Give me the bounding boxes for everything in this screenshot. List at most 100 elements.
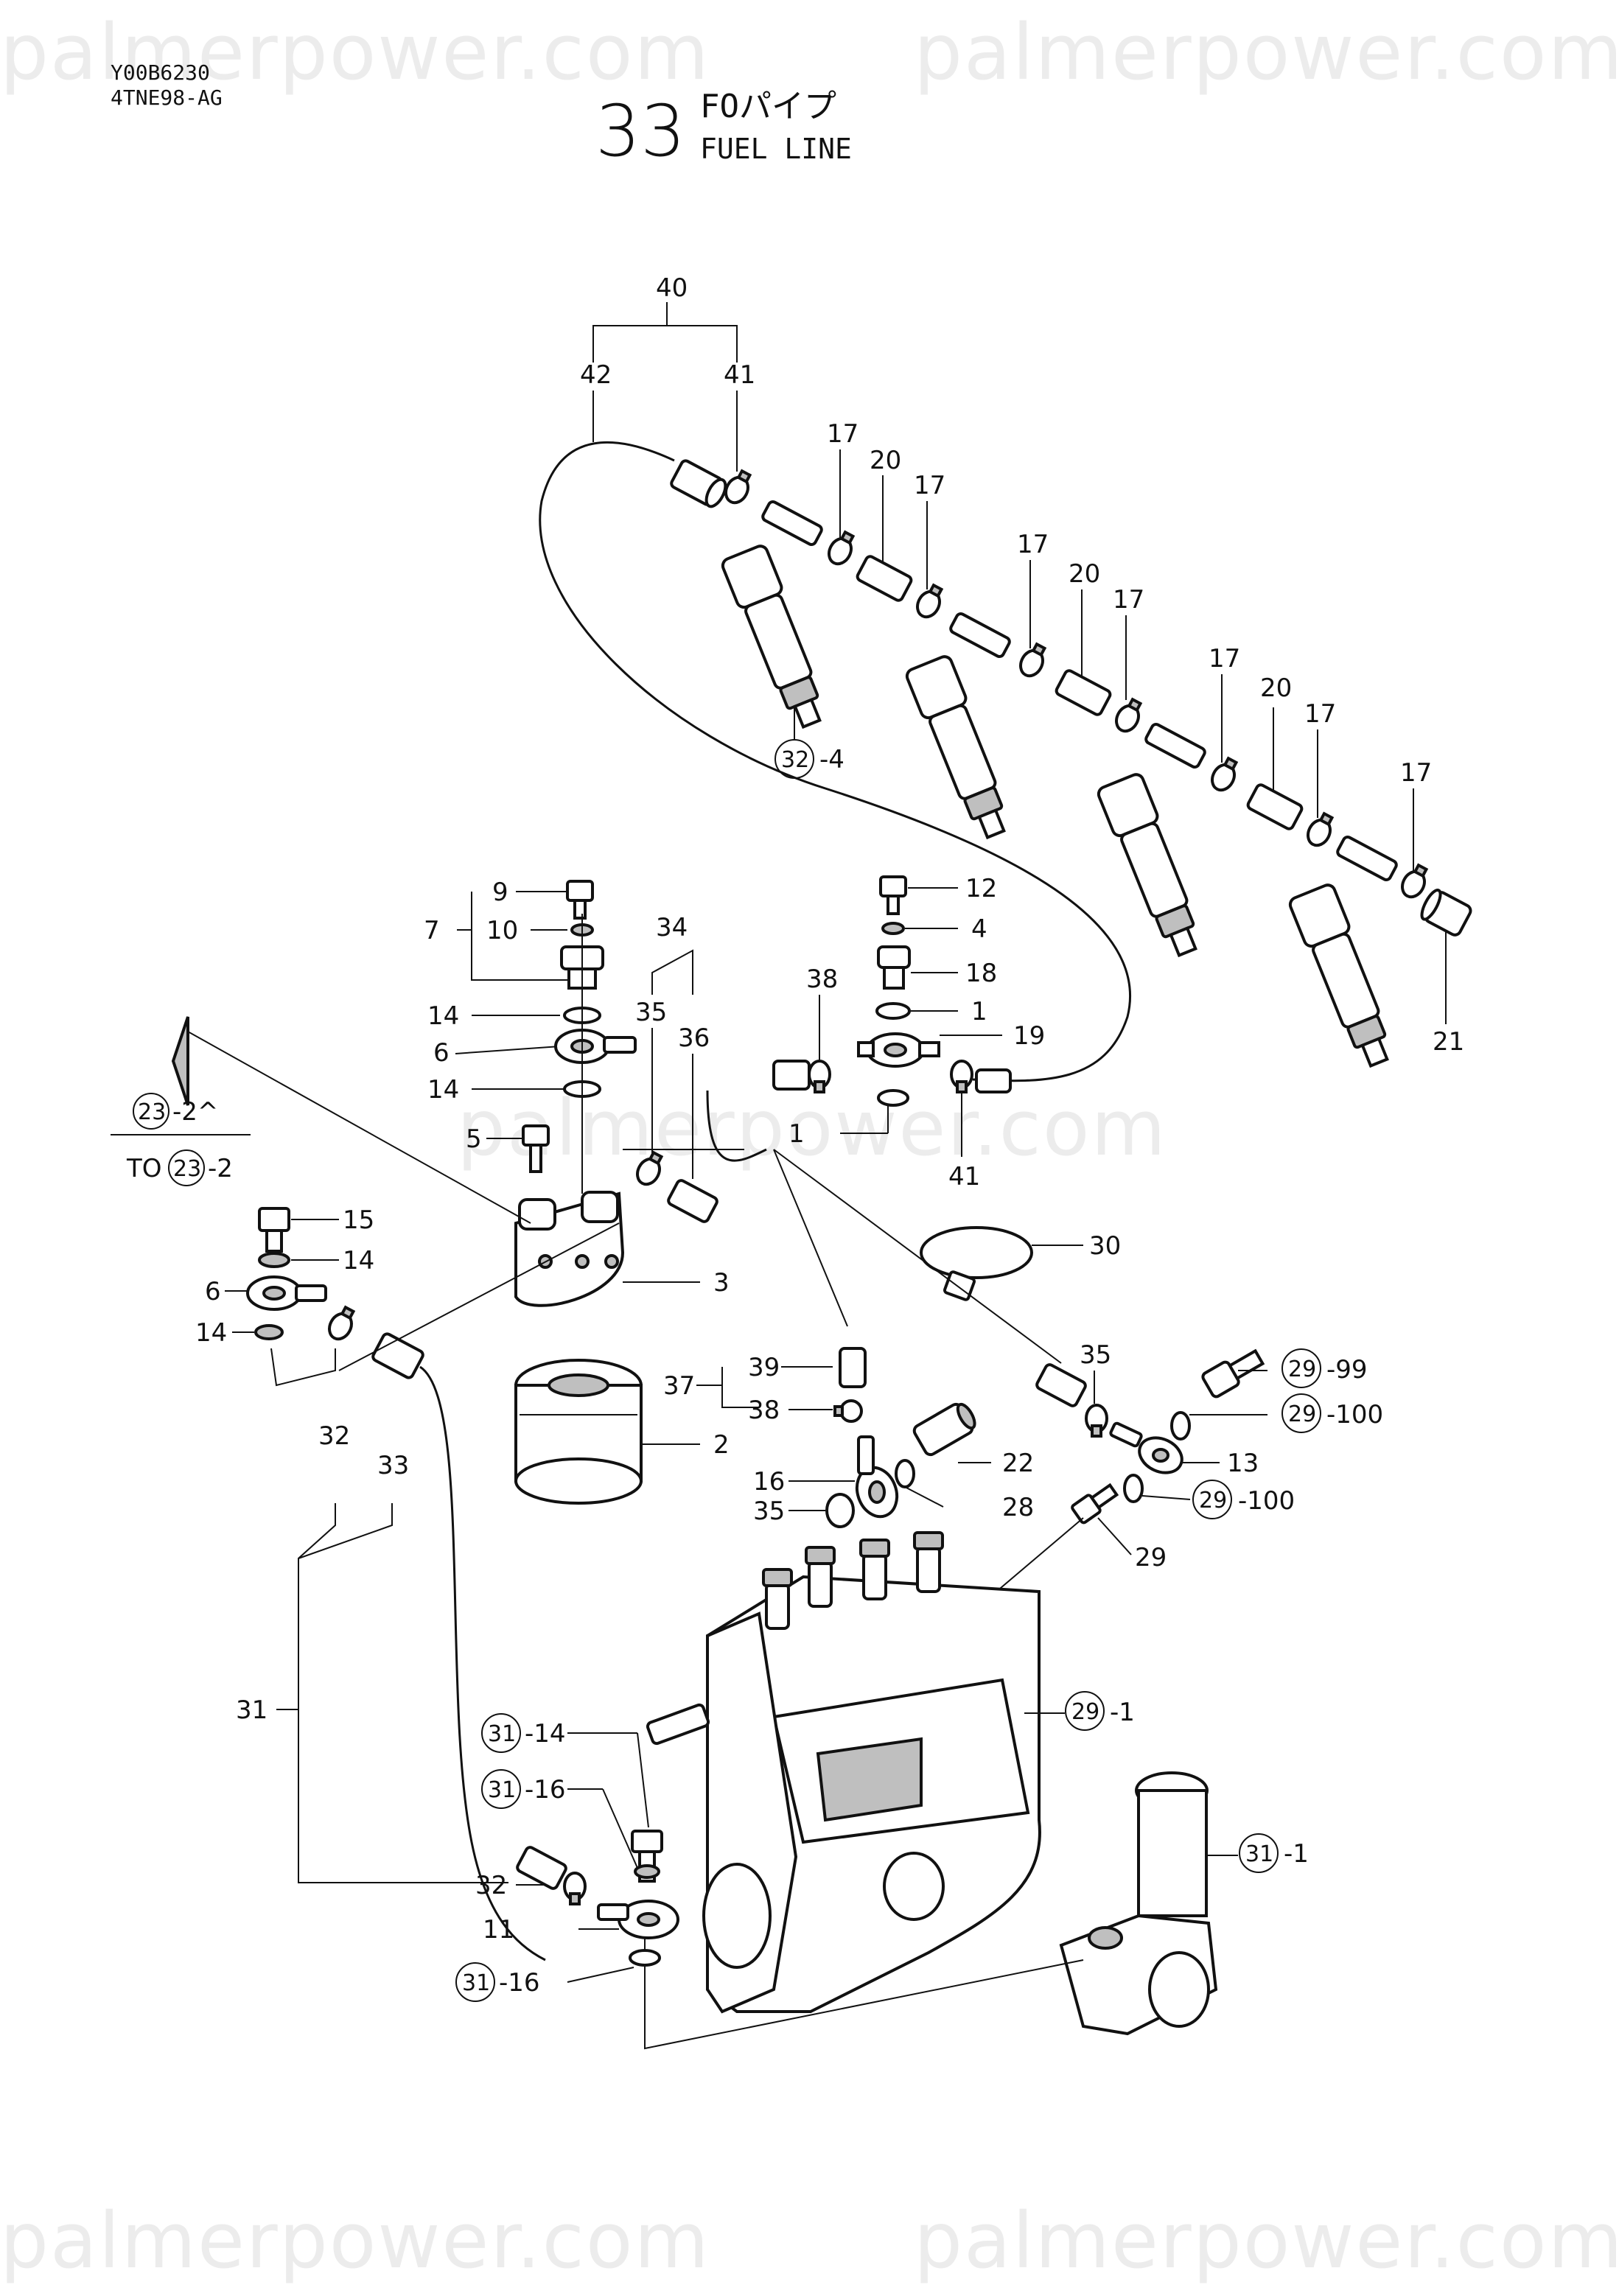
- clamp-41-right: [950, 1060, 973, 1093]
- callout-16: 16: [753, 1467, 785, 1497]
- bolt-29: [1071, 1483, 1119, 1525]
- doc-code: Y00B6230: [111, 60, 210, 85]
- callout-10: 10: [486, 916, 518, 945]
- injector-3: [1097, 773, 1197, 958]
- plug-22: [912, 1402, 976, 1457]
- eye-joint-16: [855, 1435, 899, 1519]
- ref-32-injector-suffix: -4: [819, 745, 845, 774]
- callout-39: 39: [748, 1353, 780, 1382]
- callout-34: 34: [656, 913, 688, 942]
- callout-32a: 32: [318, 1421, 350, 1451]
- plug-18: [877, 945, 911, 990]
- pipe-to-tee: [773, 1149, 848, 1327]
- callout-3: 3: [713, 1268, 730, 1298]
- injection-pump-29-1: [646, 1531, 1041, 2014]
- hose-35-right: [1035, 1363, 1087, 1407]
- callout-14a: 14: [427, 1001, 459, 1031]
- leader-31-16a-down: [602, 1788, 638, 1869]
- ref-to-prefix: TO: [126, 1154, 162, 1183]
- clamp-17-f: [1307, 811, 1335, 847]
- callout-28: 28: [1002, 1493, 1034, 1522]
- eye-joint-13: [1109, 1421, 1183, 1474]
- callout-20b: 20: [1069, 559, 1100, 589]
- callout-35b: 35: [753, 1497, 785, 1526]
- leader-29-100b: [1141, 1495, 1191, 1500]
- leader-29: [1097, 1517, 1132, 1555]
- clamp-17-b: [916, 583, 944, 619]
- clamp-32-lower: [563, 1872, 587, 1905]
- watermark-bottom-right: palmerpower.com: [914, 2196, 1619, 2286]
- bracket-37: [721, 1367, 759, 1408]
- ref-29-100b-num: 29: [1199, 1488, 1227, 1513]
- bracket-34: [651, 949, 693, 995]
- ref-29-99-num: 29: [1288, 1357, 1316, 1382]
- leader-23-line: [187, 1031, 531, 1224]
- callout-18: 18: [965, 959, 997, 988]
- callout-32b: 32: [475, 1871, 507, 1900]
- hose-segment-5: [1336, 835, 1398, 882]
- callout-40: 40: [656, 273, 688, 303]
- bolt-12: [879, 875, 907, 915]
- callout-35c: 35: [1080, 1340, 1111, 1370]
- clamp-41-top: [724, 469, 752, 505]
- callout-14c: 14: [343, 1246, 374, 1275]
- band-30: [920, 1226, 1033, 1301]
- washer-29-100-a: [1170, 1411, 1191, 1441]
- ref-circle-29-99: [1281, 1348, 1321, 1388]
- pipe-to-return: [773, 1149, 1062, 1364]
- ref-29-100a-suffix: -100: [1326, 1400, 1383, 1429]
- watermark-bottom-left: palmerpower.com: [0, 2196, 710, 2286]
- hose-end-right: [975, 1068, 1012, 1093]
- tee-fitting-19: [857, 1032, 940, 1068]
- callout-33: 33: [377, 1451, 409, 1480]
- ref-circle-23-a: [133, 1093, 169, 1130]
- callout-17c: 17: [1017, 530, 1049, 559]
- feed-pump-31-1: [1059, 1771, 1218, 2036]
- ref-circle-29-1: [1065, 1691, 1105, 1731]
- callout-29: 29: [1135, 1543, 1167, 1572]
- ref-to-suffix: -2: [208, 1154, 233, 1183]
- ref-circle-29-100a: [1281, 1393, 1321, 1433]
- washer-31-16b: [629, 1949, 661, 1967]
- bolt-9: [566, 880, 594, 920]
- ref-31-16a-num: 31: [488, 1777, 516, 1803]
- callout-42: 42: [580, 360, 612, 390]
- ref-23-top-num: 23: [138, 1099, 166, 1125]
- return-hose-42: [539, 441, 1132, 1082]
- callout-13: 13: [1227, 1449, 1259, 1478]
- callout-20c: 20: [1260, 673, 1292, 703]
- callout-15: 15: [343, 1205, 374, 1235]
- clamp-17-a: [828, 530, 856, 566]
- model-code: 4TNE98-AG: [111, 85, 223, 110]
- eye-joint-6-upper: [554, 1029, 637, 1064]
- hose-segment-1: [670, 459, 727, 508]
- callout-21: 21: [1433, 1027, 1464, 1057]
- ref-31-16b-suffix: -16: [499, 1968, 540, 1998]
- clamp-38: [808, 1060, 831, 1093]
- hose-33-run: [419, 1365, 546, 1961]
- callout-41-top: 41: [724, 360, 755, 390]
- washer-28: [895, 1459, 915, 1488]
- title-japanese: FOパイプ: [700, 88, 836, 125]
- callout-22: 22: [1002, 1449, 1034, 1478]
- callout-30: 30: [1089, 1231, 1121, 1261]
- title-english: FUEL LINE: [700, 133, 852, 165]
- bolt-15: [258, 1207, 290, 1253]
- callout-19: 19: [1013, 1021, 1045, 1051]
- clamp-17-e: [1211, 756, 1239, 792]
- hose-32-lower: [516, 1846, 567, 1890]
- callout-1a: 1: [971, 997, 987, 1026]
- ref-31-14-suffix: -14: [525, 1719, 566, 1749]
- ref-23-top-suffix: -2^: [172, 1097, 218, 1127]
- callout-38b: 38: [748, 1396, 780, 1425]
- injector-2: [905, 655, 1006, 840]
- bracket-33: [298, 1503, 393, 1559]
- ref-circle-31-1: [1239, 1833, 1279, 1873]
- watermark-center: palmerpower.com: [457, 1083, 1167, 1173]
- ref-23-bottom-num: 23: [173, 1156, 201, 1182]
- callout-6a: 6: [433, 1038, 450, 1068]
- clamp-38b: [833, 1399, 863, 1423]
- ref-circle-29-100b: [1192, 1480, 1232, 1519]
- eye-joint-11: [597, 1900, 679, 1939]
